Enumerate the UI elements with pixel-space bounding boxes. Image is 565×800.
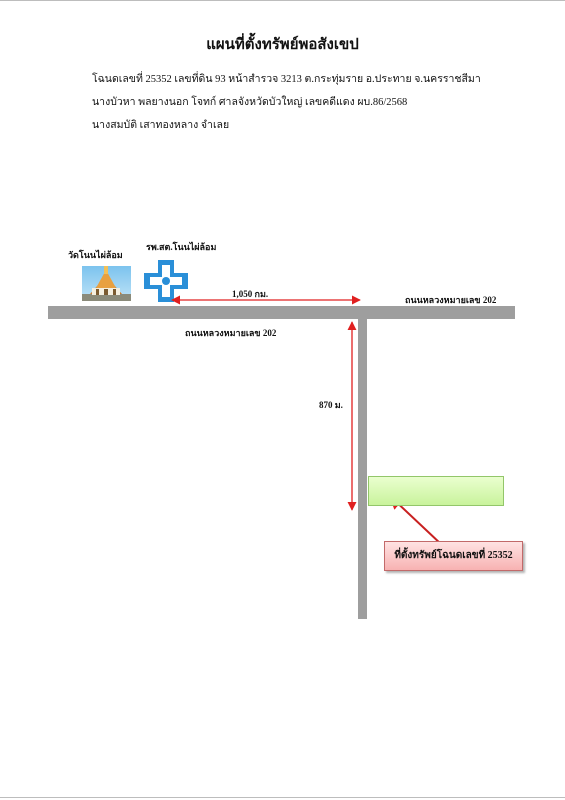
info-line-defendant: นางสมบัติ เสาทองหลาง จำเลย: [92, 120, 230, 131]
info-line-plaintiff: นางบัวหา พลยางนอก โจทก์ ศาลจังหวัดบัวใหญ…: [92, 97, 408, 108]
page-title: แผนที่ตั้งทรัพย์พอสังเขป: [206, 37, 359, 53]
property-callout: ที่ตั้งทรัพย์โฉนดเลขที่ 25352: [384, 541, 523, 571]
temple-label: วัดโนนไผ่ล้อม: [68, 250, 123, 260]
vertical-distance-label: 870 ม.: [319, 400, 343, 410]
hospital-cross-icon: [142, 258, 190, 304]
horizontal-distance-label: 1,050 กม.: [232, 289, 269, 299]
hospital-label: รพ.สต.โนนไผ่ล้อม: [146, 242, 217, 252]
page-border-bottom: [0, 797, 565, 798]
road-label-below: ถนนหลวงหมายเลข 202: [185, 328, 277, 338]
property-info: โฉนดเลขที่ 25352 เลขที่ดิน 93 หน้าสำรวจ …: [92, 68, 481, 137]
road-vertical: [358, 319, 367, 619]
temple-image: [82, 266, 131, 301]
page-border-top: [0, 0, 565, 1]
road-horizontal: [48, 306, 515, 319]
road-label-right: ถนนหลวงหมายเลข 202: [405, 295, 497, 305]
info-line-deed: โฉนดเลขที่ 25352 เลขที่ดิน 93 หน้าสำรวจ …: [92, 74, 481, 85]
property-plot: [368, 476, 504, 506]
